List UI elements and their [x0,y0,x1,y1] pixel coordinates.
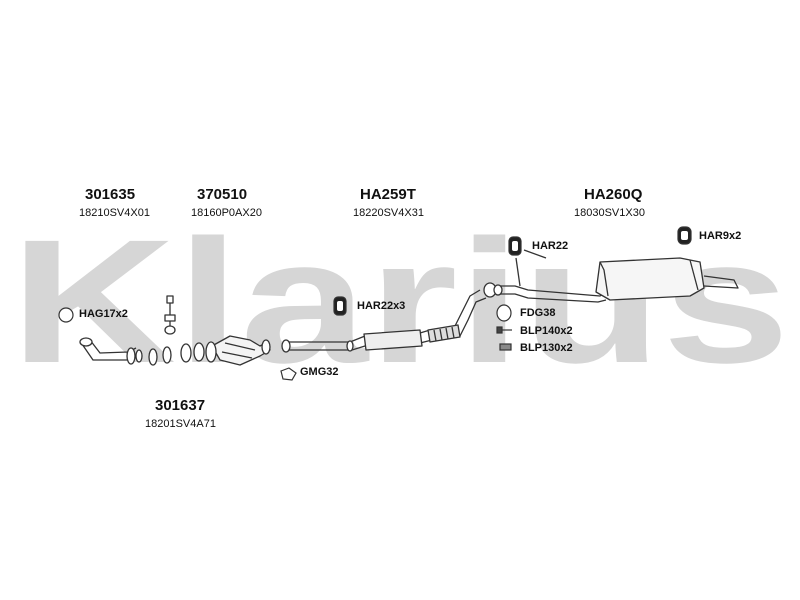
flange-gasket-icon [496,304,512,322]
rear-silencer-drawing [483,249,739,303]
centre-silencer-drawing [281,289,487,353]
o2-sensor-drawing [164,295,176,335]
oem-number-catalytic-converter: 18160P0AX20 [191,207,262,219]
oem-number-centre-silencer: 18220SV4X31 [353,207,424,219]
accessory-label-blp140: BLP140x2 [520,325,573,337]
triangle-gasket-icon [280,367,297,381]
accessory-label-blp130: BLP130x2 [520,342,573,354]
accessory-label-har22x3: HAR22x3 [357,300,406,312]
oem-number-front-pipe-lower: 18201SV4A71 [145,418,216,430]
accessory-icons [58,226,692,381]
front-pipe-drawing [79,337,143,365]
accessory-label-har9: HAR9x2 [699,230,742,242]
bolt-icon [496,326,512,334]
accessory-label-fdg38: FDG38 [520,307,556,319]
watermark-text: Klarius [10,204,790,400]
catalytic-converter-drawing [205,335,271,366]
accessory-label-hag17: HAG17x2 [79,308,128,320]
ring-gasket-icon [58,307,74,323]
part-number-centre-silencer: HA259T [360,186,416,203]
part-number-rear-silencer: HA260Q [584,186,643,203]
accessory-label-har22: HAR22 [532,240,569,252]
part-number-front-pipe: 301635 [85,186,136,203]
flange-gaskets [148,342,205,366]
part-number-catalytic-converter: 370510 [197,186,248,203]
oem-number-front-pipe: 18210SV4X01 [79,207,150,219]
bolt-icon [499,343,512,351]
accessory-label-gmg32: GMG32 [300,366,339,378]
part-number-front-pipe-lower: 301637 [155,397,206,414]
oem-number-rear-silencer: 18030SV1X30 [574,207,645,219]
